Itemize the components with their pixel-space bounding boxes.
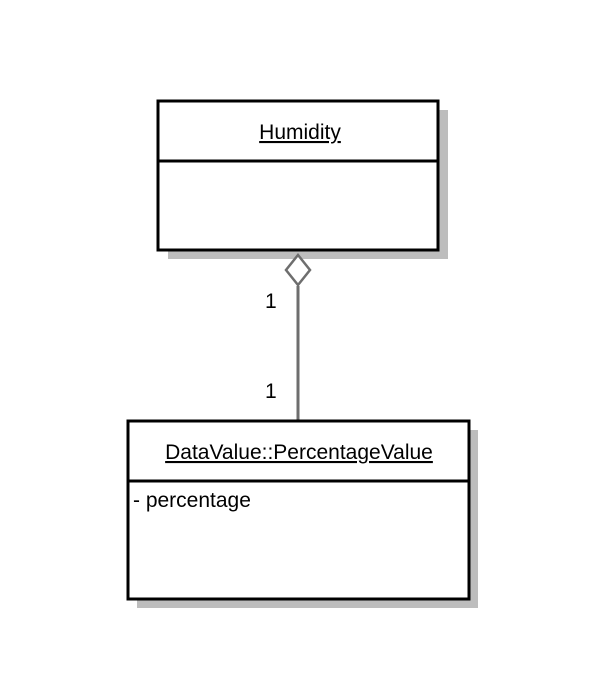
aggregation-diamond — [284, 252, 312, 288]
class-percentage-value[interactable]: DataValue::PercentageValue - percentage — [126, 419, 478, 608]
class-percentage-value-box — [126, 419, 471, 601]
multiplicity-source: 1 — [265, 290, 277, 313]
class-humidity-name: Humidity — [259, 121, 341, 144]
attribute-percentage: - percentage — [133, 489, 251, 512]
class-percentage-value-name: DataValue::PercentageValue — [165, 441, 433, 464]
class-humidity-box — [156, 99, 440, 252]
class-humidity[interactable]: Humidity — [156, 99, 448, 259]
aggregation-association[interactable]: 1 1 — [265, 252, 312, 421]
multiplicity-target: 1 — [265, 380, 277, 403]
